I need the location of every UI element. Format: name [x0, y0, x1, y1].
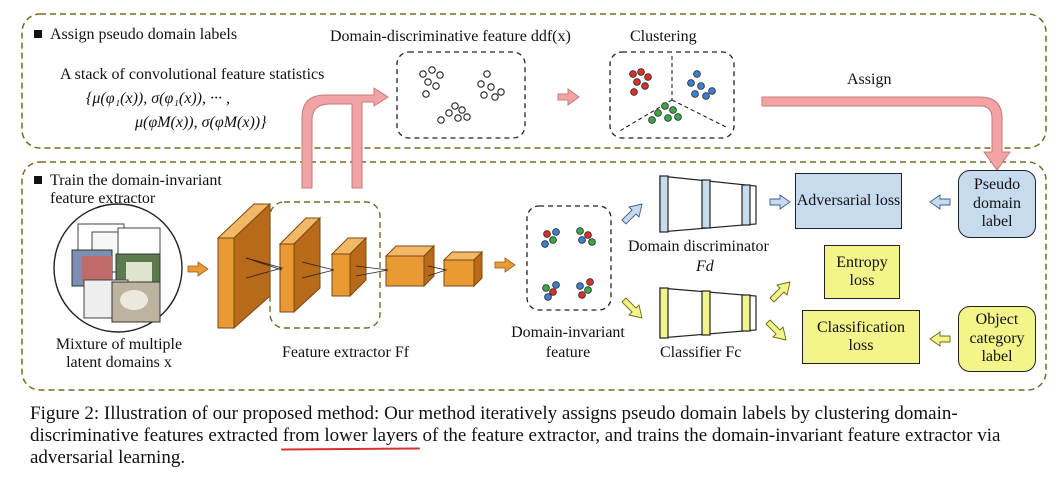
invariant-feature-box [526, 205, 612, 311]
discriminator-label: Domain discriminator [628, 238, 769, 255]
entropy-loss-box: Entropy loss [824, 245, 900, 299]
arrow-object-to-classification [929, 331, 951, 347]
panel-top-border [21, 13, 1047, 149]
top-panel-heading: Assign pseudo domain labels [50, 26, 238, 43]
adversarial-loss-box: Adversarial loss [795, 173, 902, 229]
lower-layers-highlight [269, 201, 381, 329]
feature-extractor-blocks [216, 202, 484, 330]
arrow-extractor-to-feature [494, 257, 516, 273]
cluster-green [648, 102, 682, 124]
classifier-network [659, 287, 757, 339]
clustering-box [609, 51, 735, 139]
arrow-pseudo-to-adversarial [929, 194, 951, 210]
arrow-to-classifier [621, 297, 643, 319]
figure-caption: Figure 2: Illustration of our proposed m… [30, 403, 1040, 469]
invariant-feature-label-1: Domain-invariant [511, 324, 625, 341]
stats-line-1: {μ(φ₁(x)), σ(φ₁(x)), ··· , [86, 90, 230, 107]
classifier-label: Classifier Fc [660, 344, 742, 361]
input-label-2: latent domains x [66, 354, 172, 371]
cluster-blue [687, 70, 716, 100]
arrow-to-classification [765, 319, 787, 341]
bottom-panel-heading-1: Train the domain-invariant [50, 172, 222, 189]
assign-label: Assign [847, 71, 892, 88]
stats-line-2: μ(φM(x)), σ(φM(x))} [135, 114, 267, 131]
caption-part-2: of the feature extractor, and trains the… [30, 425, 1001, 468]
extract-arrow [301, 87, 389, 189]
invariant-feature-points [541, 227, 596, 301]
discriminator-symbol: Fd [696, 258, 714, 275]
ddf-points [419, 66, 505, 124]
pseudo-domain-label-box: Pseudo domain label [958, 170, 1036, 238]
input-image-stack [71, 223, 161, 323]
arrow-input-to-extractor [187, 261, 209, 277]
bottom-panel-heading-2: feature extractor [50, 190, 156, 207]
arrow-to-entropy [769, 281, 791, 303]
invariant-feature-label-2: feature [545, 344, 591, 361]
bullet-bottom [34, 176, 42, 184]
ddf-to-cluster-arrow [557, 88, 580, 106]
caption-part-1: Figure 2: Illustration of our proposed m… [30, 403, 958, 446]
bullet-top [34, 30, 42, 38]
object-category-label-box: Object category label [958, 306, 1036, 372]
classification-loss-box: Classification loss [802, 310, 920, 364]
cluster-red [629, 68, 652, 96]
clustering-label: Clustering [630, 28, 697, 45]
arrow-to-adversarial [769, 194, 791, 210]
discriminator-network [659, 175, 757, 233]
caption-highlight: from lower layers [282, 425, 418, 446]
feature-extractor-label: Feature extractor Ff [282, 344, 410, 361]
panel-bottom-border [21, 161, 1047, 391]
assign-arrow [761, 96, 1011, 171]
ddf-box [396, 51, 526, 139]
diagram-canvas [21, 13, 1047, 391]
receptive-field-lines [245, 257, 448, 279]
input-label-1: Mixture of multiple [55, 336, 183, 353]
stats-title: A stack of convolutional feature statist… [60, 66, 325, 83]
ddf-label: Domain-discriminative feature ddf(x) [330, 28, 571, 45]
arrow-to-discriminator [621, 203, 643, 225]
